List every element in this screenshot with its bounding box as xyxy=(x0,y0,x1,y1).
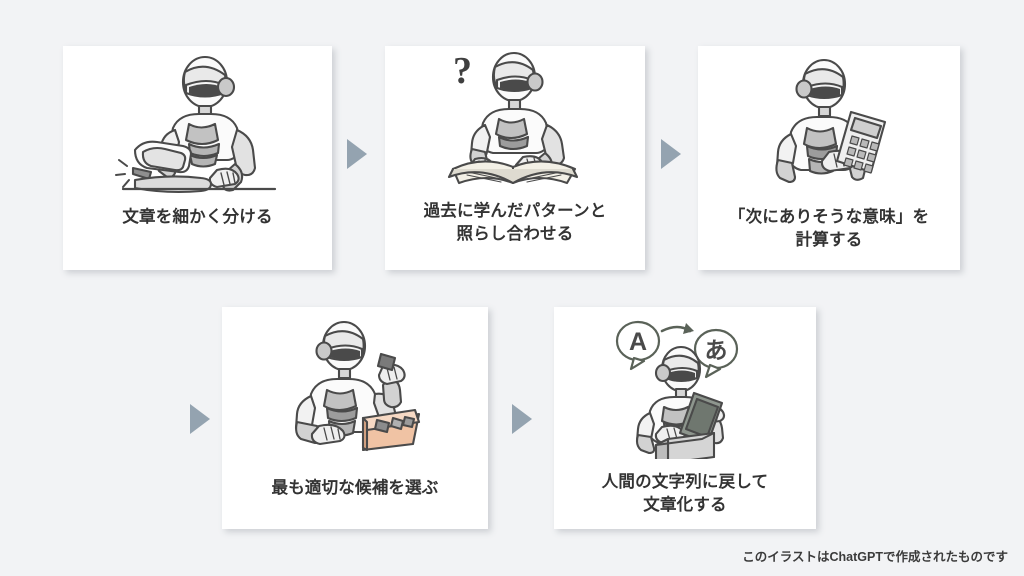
flow-step-label-5-line2: 文章化する xyxy=(643,495,727,514)
robot-reading-book-with-question-mark-icon: ? xyxy=(385,46,645,190)
flow-step-label-3: 「次にありそうな意味」を 計算する xyxy=(698,206,960,252)
svg-text:?: ? xyxy=(453,50,472,92)
robot-with-calculator-icon xyxy=(698,46,960,200)
flow-step-label-2: 過去に学んだパターンと 照らし合わせる xyxy=(385,200,645,246)
flow-step-label-3-line1: 「次にありそうな意味」を xyxy=(728,208,930,226)
flow-step-label-2-line2: 照らし合わせる xyxy=(456,224,574,243)
flow-step-label-5-line1: 人間の文字列に戻して xyxy=(601,473,769,491)
bubble-letter-a: A xyxy=(629,328,647,356)
flow-step-label-3-line2: 計算する xyxy=(795,230,863,249)
flow-step-label-5: 人間の文字列に戻して 文章化する xyxy=(554,471,816,517)
arrow-step3-to-step4 xyxy=(190,404,210,434)
flow-step-card-1[interactable]: 文章を細かく分ける xyxy=(63,46,332,270)
flow-step-card-4[interactable]: 最も適切な候補を選ぶ xyxy=(222,307,488,529)
robot-cutting-text-with-saw-icon xyxy=(63,46,332,200)
flow-step-label-1: 文章を細かく分ける xyxy=(122,208,273,226)
flow-step-label-2-line1: 過去に学んだパターンと xyxy=(423,202,607,220)
flow-step-card-5[interactable]: A あ xyxy=(554,307,816,529)
bubble-letter-a-hiragana: あ xyxy=(705,338,728,364)
flow-step-label-4: 最も適切な候補を選ぶ xyxy=(271,479,439,497)
robot-picking-block-from-box-icon xyxy=(222,307,488,463)
flow-step-card-3[interactable]: 「次にありそうな意味」を 計算する xyxy=(698,46,960,270)
arrow-step1-to-step2 xyxy=(347,139,367,169)
robot-with-tablet-translating-icon: A あ xyxy=(554,307,816,461)
arrow-step4-to-step5 xyxy=(512,404,532,434)
arrow-step2-to-step3 xyxy=(661,139,681,169)
footer-credit-note: このイラストはChatGPTで作成されたものです xyxy=(742,550,1008,564)
flow-step-card-2[interactable]: ? xyxy=(385,46,645,270)
